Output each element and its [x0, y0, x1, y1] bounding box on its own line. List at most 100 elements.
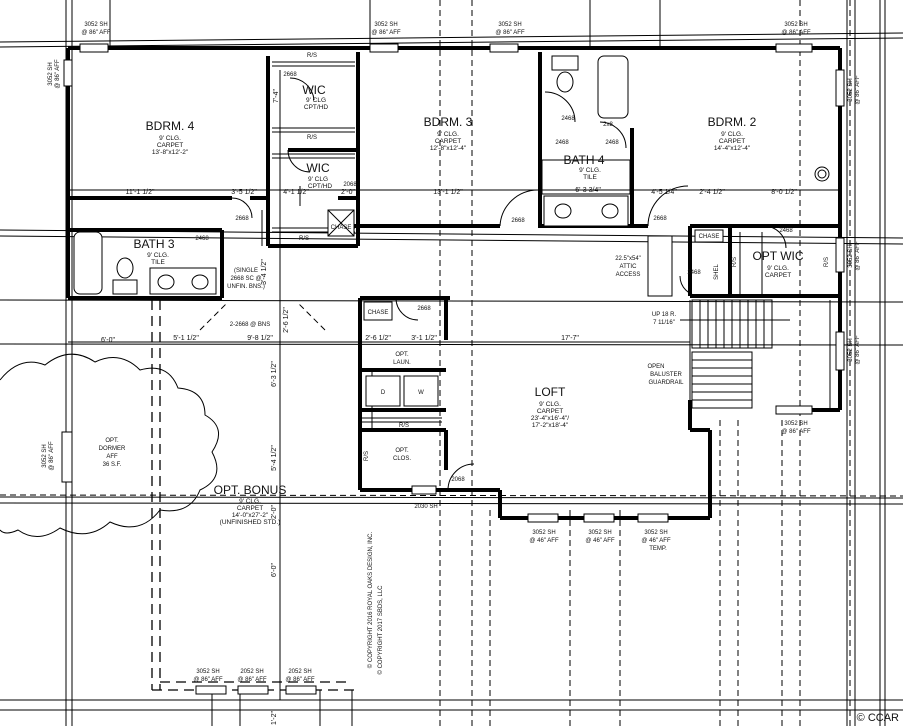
svg-text:2468: 2468 [687, 270, 701, 276]
wic1-name: WIC [302, 83, 326, 97]
svg-text:CARPET: CARPET [765, 272, 791, 279]
svg-text:@ 86" AFF: @ 86" AFF [781, 30, 811, 36]
svg-text:CHASE: CHASE [331, 225, 352, 231]
svg-text:3052 SH: 3052 SH [644, 530, 667, 536]
watermark: © CCAR [856, 712, 899, 724]
svg-text:OPT.: OPT. [105, 438, 119, 444]
svg-text:@ 86" AFF: @ 86" AFF [193, 677, 223, 683]
svg-text:9' CLG: 9' CLG [306, 97, 326, 104]
svg-text:@ 86" AFF: @ 86" AFF [495, 30, 525, 36]
svg-text:6'-3 1/2": 6'-3 1/2" [271, 361, 278, 387]
svg-text:© COPYRIGHT 2017 SBDS, LLC: © COPYRIGHT 2017 SBDS, LLC [377, 585, 384, 675]
svg-text:R/S: R/S [364, 451, 370, 461]
svg-text:R/S: R/S [299, 236, 309, 242]
svg-text:CHASE: CHASE [699, 234, 720, 240]
svg-text:2468: 2468 [555, 140, 569, 146]
bonus-name: OPT. BONUS [214, 483, 287, 497]
svg-text:9' CLG.: 9' CLG. [579, 167, 601, 174]
svg-text:TEMP.: TEMP. [649, 546, 667, 552]
svg-text:OPEN: OPEN [647, 364, 664, 370]
svg-text:3052 SH: 3052 SH [588, 530, 611, 536]
svg-text:4'-5 1/4": 4'-5 1/4" [651, 189, 677, 196]
svg-text:OPT.: OPT. [395, 352, 409, 358]
window-callouts: 3052 SH @ 86" AFF 3052 SH @ 86" AFF 3052… [42, 22, 861, 683]
svg-text:CARPET: CARPET [157, 142, 183, 149]
svg-text:3052 SH: 3052 SH [42, 444, 48, 467]
svg-text:UNFIN. BNS.): UNFIN. BNS.) [227, 284, 265, 290]
svg-text:@ 86" AFF: @ 86" AFF [81, 30, 111, 36]
svg-text:CARPET: CARPET [537, 408, 563, 415]
svg-text:2052 SH: 2052 SH [240, 669, 263, 675]
optwic-name: OPT WIC [752, 249, 803, 263]
svg-text:17'-7": 17'-7" [561, 335, 579, 342]
svg-text:13'-8"x12'-2": 13'-8"x12'-2" [152, 149, 189, 156]
svg-text:2668: 2668 [653, 216, 667, 222]
svg-text:TILE: TILE [151, 259, 165, 266]
svg-text:2052 SH: 2052 SH [288, 669, 311, 675]
svg-text:R/S: R/S [824, 257, 830, 267]
svg-text:2668: 2668 [417, 306, 431, 312]
svg-text:9' CLG.: 9' CLG. [239, 498, 261, 505]
svg-text:3052 SH: 3052 SH [84, 22, 107, 28]
svg-text:3'-4 1/2": 3'-4 1/2" [261, 259, 268, 285]
svg-text:9' CLG.: 9' CLG. [721, 131, 743, 138]
bdrm4-name: BDRM. 4 [146, 119, 195, 133]
svg-text:CHASE: CHASE [368, 310, 389, 316]
svg-text:2668 SC @: 2668 SC @ [230, 276, 261, 282]
svg-text:3052 SH: 3052 SH [498, 22, 521, 28]
svg-text:@ 86" AFF: @ 86" AFF [285, 677, 315, 683]
svg-text:R/S: R/S [307, 135, 317, 141]
doors [199, 77, 787, 491]
svg-text:2'-6 1/2": 2'-6 1/2" [365, 335, 391, 342]
svg-text:ATTIC: ATTIC [620, 264, 638, 270]
svg-text:9' CLG.: 9' CLG. [147, 252, 169, 259]
svg-text:CARPET: CARPET [435, 138, 461, 145]
svg-text:6'-3 3/4": 6'-3 3/4" [575, 187, 601, 194]
svg-text:3052 SH: 3052 SH [848, 244, 854, 267]
loft-name: LOFT [535, 385, 566, 399]
svg-text:@ 86" AFF: @ 86" AFF [371, 30, 401, 36]
svg-text:W: W [418, 390, 424, 396]
svg-text:14'-4"x12'-4": 14'-4"x12'-4" [714, 145, 751, 152]
svg-text:14'-0"x27'-2": 14'-0"x27'-2" [232, 512, 269, 519]
svg-text:3052 SH: 3052 SH [532, 530, 555, 536]
bath3-name: BATH 3 [133, 237, 174, 251]
svg-text:AFF: AFF [106, 454, 118, 460]
svg-text:2668: 2668 [235, 216, 249, 222]
svg-text:3'-1 1/2": 3'-1 1/2" [411, 335, 437, 342]
svg-text:CPT/HD: CPT/HD [304, 104, 329, 111]
svg-text:11'-1 1/2": 11'-1 1/2" [126, 189, 156, 196]
room-labels: BDRM. 4 9' CLG. CARPET 13'-8"x12'-2" BDR… [133, 83, 803, 526]
copyright: © COPYRIGHT 2016 ROYAL OAKS DESIGN, INC.… [367, 531, 384, 674]
svg-text:2068: 2068 [343, 182, 357, 188]
svg-text:5'-1 1/2": 5'-1 1/2" [173, 335, 199, 342]
svg-text:2'-0": 2'-0" [341, 189, 355, 196]
svg-text:SHEL: SHEL [714, 264, 720, 280]
bdrm2-name: BDRM. 2 [708, 115, 757, 129]
svg-text:23'-4"x16'-4"/: 23'-4"x16'-4"/ [531, 415, 569, 422]
svg-text:8'-0 1/2": 8'-0 1/2" [771, 189, 797, 196]
svg-text:3052 SH: 3052 SH [848, 338, 854, 361]
svg-text:CPT/HD: CPT/HD [308, 183, 333, 190]
stairs [680, 299, 790, 409]
svg-text:2'-0": 2'-0" [271, 505, 278, 519]
svg-text:2068: 2068 [451, 477, 465, 483]
svg-text:3052 SH: 3052 SH [848, 78, 854, 101]
svg-text:9' CLG.: 9' CLG. [437, 131, 459, 138]
svg-text:22.5"x54": 22.5"x54" [615, 256, 641, 262]
svg-text:2x8: 2x8 [603, 122, 613, 128]
svg-text:@ 46" AFF: @ 46" AFF [529, 538, 559, 544]
svg-text:@ 86" AFF: @ 86" AFF [855, 335, 861, 365]
svg-text:TILE: TILE [583, 174, 597, 181]
svg-text:2'-6 1/2": 2'-6 1/2" [283, 307, 290, 333]
svg-text:R/S: R/S [732, 257, 738, 267]
svg-text:© COPYRIGHT 2016 ROYAL OAKS DE: © COPYRIGHT 2016 ROYAL OAKS DESIGN, INC. [367, 531, 374, 668]
svg-text:17'-2"x18'-4": 17'-2"x18'-4" [532, 422, 569, 429]
dimensions: 11'-1 1/2" 3'-5 1/2" 4'-1 1/2" 2'-0" 13'… [68, 70, 840, 725]
svg-text:UP 18 R.: UP 18 R. [652, 312, 677, 318]
svg-text:4'-1 1/2": 4'-1 1/2" [283, 189, 309, 196]
svg-text:3052 SH: 3052 SH [48, 62, 54, 85]
svg-text:@ 86" AFF: @ 86" AFF [855, 241, 861, 271]
